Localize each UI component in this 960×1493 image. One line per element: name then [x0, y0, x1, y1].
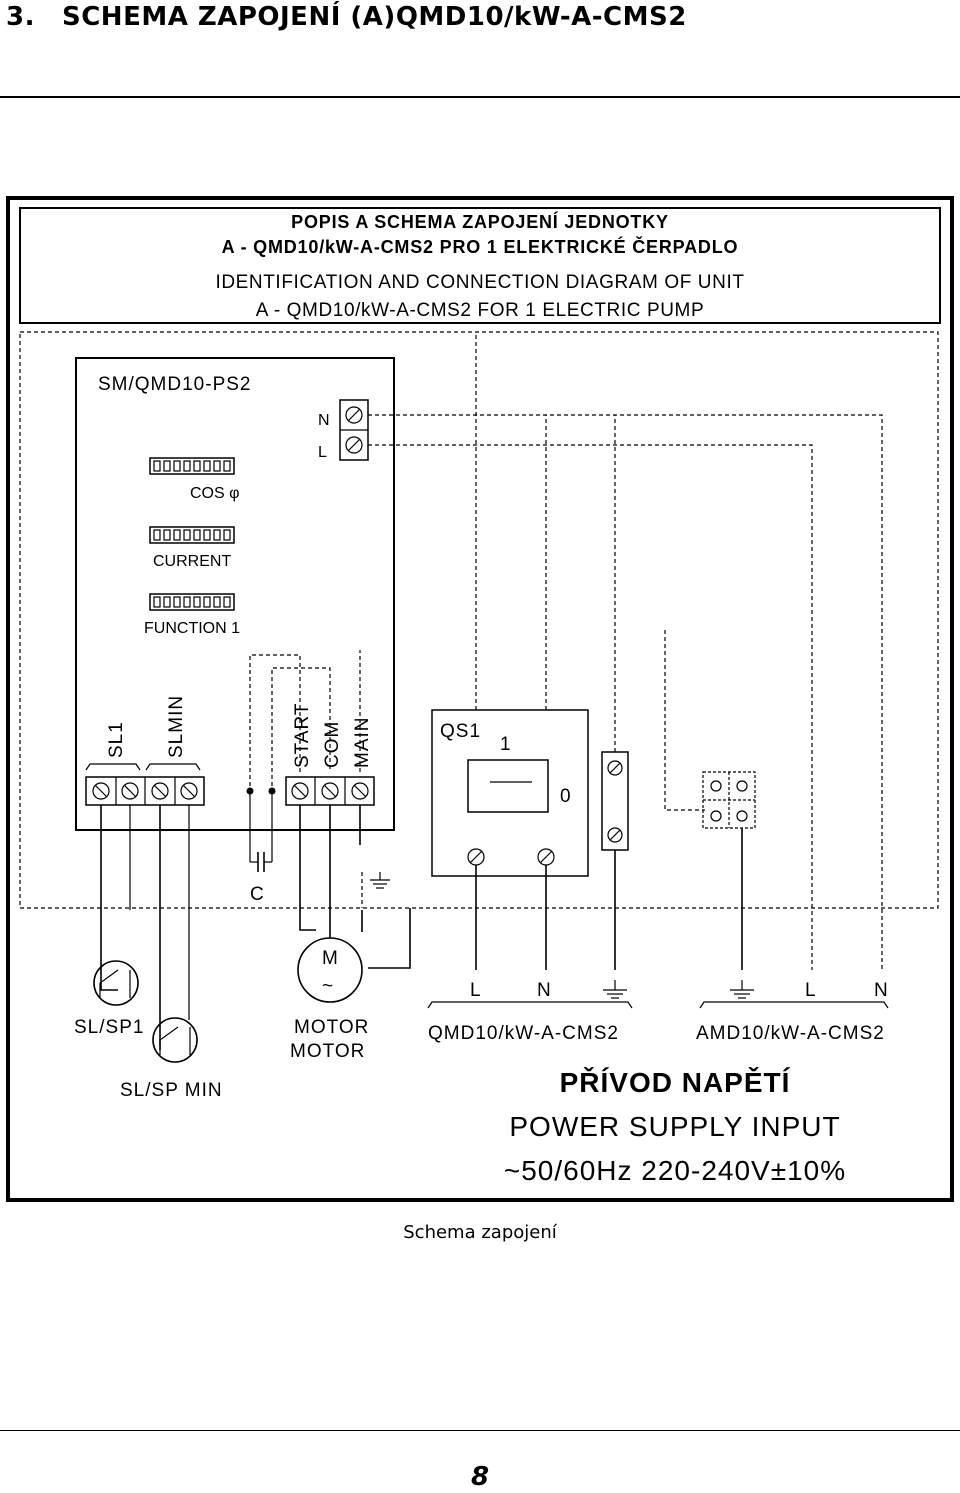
label-slmin: SLMIN	[166, 695, 187, 758]
motor-label-1: MOTOR	[294, 1017, 369, 1038]
supply-left-l: L	[470, 980, 482, 1001]
wire-n-dashed	[368, 414, 883, 970]
earth-icon	[370, 872, 390, 889]
top-rule	[0, 96, 960, 98]
earth-terminal	[601, 751, 629, 851]
breaker-qs1	[431, 709, 589, 877]
switch-spmin-label: SL/SP MIN	[120, 1080, 223, 1101]
wire-earth-bus-dashed	[664, 630, 705, 811]
terminal-l-label: L	[318, 444, 327, 461]
power-spec: ~50/60Hz 220-240V±10%	[504, 1155, 846, 1186]
supply-left-model: QMD10/kW-A-CMS2	[428, 1023, 619, 1044]
capacitor-dots	[246, 787, 276, 795]
second-unit-connector	[702, 771, 756, 829]
diagram-frame	[6, 196, 954, 1202]
current-label: CURRENT	[153, 553, 231, 570]
wire-l-dashed	[368, 444, 813, 970]
power-en: POWER SUPPLY INPUT	[509, 1111, 840, 1142]
breaker-label: QS1	[440, 721, 481, 742]
label-main: MAIN	[352, 717, 373, 769]
display-function	[149, 593, 235, 611]
header-line-4: A - QMD10/kW-A-CMS2 FOR 1 ELECTRIC PUMP	[256, 300, 705, 321]
page-number: 8	[470, 1462, 490, 1492]
float-switch-sp1	[93, 960, 139, 1006]
motor-label-2: MOTOR	[290, 1041, 365, 1062]
earth-icon	[603, 980, 627, 999]
label-com: COM	[322, 721, 343, 768]
terminal-n-label: N	[318, 412, 330, 429]
header-box	[19, 207, 941, 324]
float-switch-spmin	[152, 1017, 198, 1063]
supply-right-bracket	[699, 1001, 889, 1009]
supply-right-model: AMD10/kW-A-CMS2	[696, 1023, 885, 1044]
supply-left-bracket	[427, 1001, 633, 1009]
breaker-on: 1	[500, 734, 512, 755]
earth-icon	[730, 980, 754, 999]
wire-start-dashed	[249, 654, 301, 786]
wire-motor-main	[359, 805, 363, 932]
motor-m-label: M	[322, 948, 339, 969]
display-cos-phi	[149, 457, 235, 475]
header-line-2: A - QMD10/kW-A-CMS2 PRO 1 ELEKTRICKÉ ČER…	[222, 236, 739, 257]
supply-left-n: N	[537, 980, 552, 1001]
label-start: START	[292, 702, 313, 768]
cabinet-outline	[19, 331, 939, 909]
section-number: 3.	[6, 2, 35, 32]
bottom-rule	[0, 1430, 960, 1431]
figure-caption: Schema zapojení	[403, 1222, 557, 1243]
terminal-strip-sensors	[85, 776, 205, 806]
switch-sp1-label: SL/SP1	[74, 1017, 144, 1038]
terminal-strip-motor	[285, 776, 375, 806]
power-cz: PŘÍVOD NAPĚTÍ	[560, 1067, 791, 1098]
capacitor	[249, 791, 273, 872]
supply-right-n: N	[874, 980, 889, 1001]
supply-right-l: L	[805, 980, 817, 1001]
terminal-brackets	[85, 763, 201, 771]
section-title: SCHEMA ZAPOJENÍ (A)QMD10/kW-A-CMS2	[62, 2, 687, 32]
function-label: FUNCTION 1	[144, 620, 240, 637]
motor-symbol	[297, 937, 363, 1003]
motor-ac-label: ~	[322, 976, 334, 997]
header-line-3: IDENTIFICATION AND CONNECTION DIAGRAM OF…	[215, 272, 744, 293]
control-module	[75, 357, 395, 831]
display-current	[149, 526, 235, 544]
label-sl1: SL1	[106, 721, 127, 758]
wire-motor-earth	[368, 908, 411, 969]
cos-phi-label: COS φ	[190, 485, 240, 502]
wire-com-dashed	[271, 667, 331, 786]
wire-motor-start	[299, 805, 316, 931]
wiring-diagram: POPIS A SCHEMA ZAPOJENÍ JEDNOTKY A - QMD…	[6, 196, 954, 1202]
breaker-lever	[467, 759, 549, 813]
module-title: SM/QMD10-PS2	[98, 374, 251, 395]
capacitor-label: C	[250, 884, 265, 905]
supply-terminal-block	[339, 399, 369, 461]
header-line-1: POPIS A SCHEMA ZAPOJENÍ JEDNOTKY	[291, 211, 669, 232]
wire-sl1	[100, 805, 118, 991]
breaker-off: 0	[560, 786, 572, 807]
section-heading: 3. SCHEMA ZAPOJENÍ (A)QMD10/kW-A-CMS2	[6, 2, 687, 32]
